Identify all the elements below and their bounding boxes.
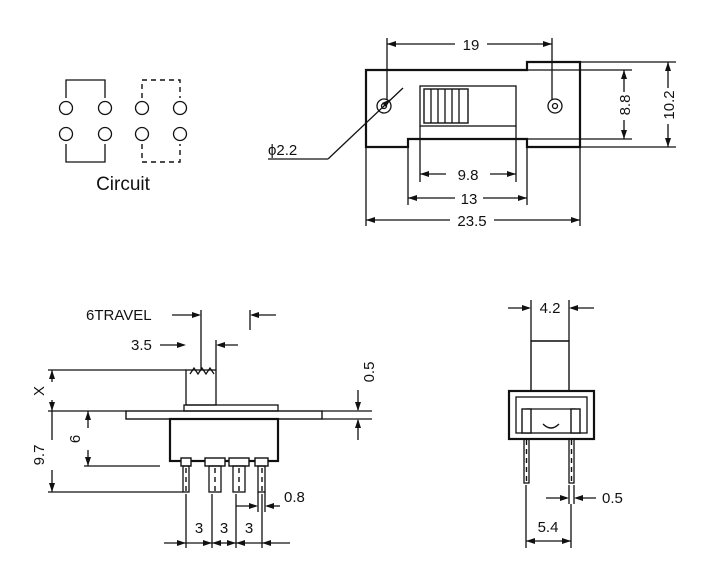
right-mount-hole [547, 98, 563, 114]
end-housing [507, 389, 596, 441]
circuit-dashed-pole [134, 79, 188, 163]
dim-travel: 6TRAVEL [86, 307, 152, 324]
dim-end-pin-spacing: 5.4 [538, 519, 559, 536]
end-view: 4.2 0.5 5.4 [507, 300, 623, 548]
mounting-plate [125, 410, 323, 420]
dim-pitch-3: 3 [245, 520, 253, 537]
dim-hole-diameter: ϕ2.2 [268, 142, 297, 159]
dim-overall-width: 19 [463, 37, 480, 54]
side-view: 6TRAVEL 3.5 X 0.5 9.7 6 [31, 307, 378, 548]
end-left-pin [523, 438, 530, 484]
side-body [168, 417, 280, 463]
end-right-pin [568, 438, 575, 484]
circuit-solid-pole [58, 79, 113, 163]
dim-total-length: 23.5 [457, 213, 486, 230]
dim-pin-width: 0.8 [284, 489, 305, 506]
dim-end-pin-thickness: 0.5 [602, 490, 623, 507]
dim-height-inner: 8.8 [617, 95, 634, 116]
dim-actuator-width: 3.5 [131, 337, 152, 354]
slider-actuator [423, 88, 469, 124]
dim-height-outer: 10.2 [661, 90, 678, 119]
dim-end-actuator-width: 4.2 [540, 300, 561, 317]
dim-pitch-2: 3 [220, 520, 228, 537]
side-pins [180, 457, 269, 493]
circuit-label: Circuit [96, 174, 151, 195]
top-view: 19 8.8 10.2 ϕ2.2 9.8 [268, 37, 680, 230]
circuit-diagram: Circuit [58, 79, 188, 195]
dim-slot-length: 9.8 [458, 167, 479, 184]
dim-x: X [31, 386, 48, 396]
side-actuator [185, 369, 217, 406]
dim-body-length: 13 [461, 191, 478, 208]
slider-slot [419, 85, 517, 127]
dim-total-height: 9.7 [31, 445, 48, 466]
dim-body-height: 6 [67, 435, 84, 443]
end-actuator [530, 340, 570, 392]
dim-pitch-1: 3 [195, 520, 203, 537]
left-mount-hole [376, 98, 392, 114]
dim-plate-thickness: 0.5 [361, 362, 378, 383]
